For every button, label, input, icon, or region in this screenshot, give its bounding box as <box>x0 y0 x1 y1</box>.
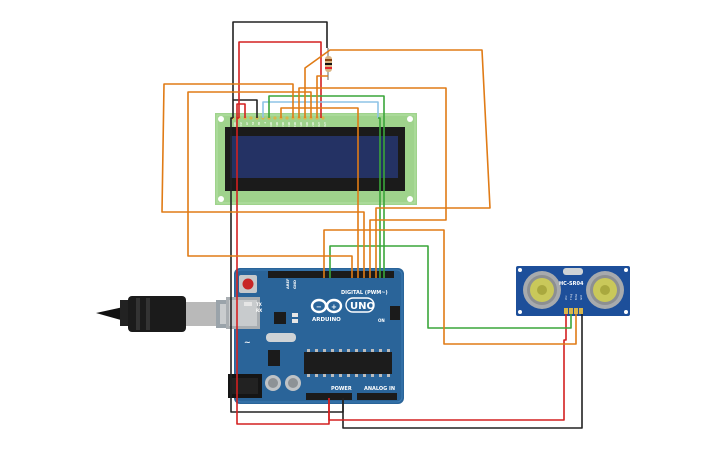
wire-orange-e[interactable] <box>280 107 359 278</box>
lcd-pin-label: DB0 <box>269 122 273 127</box>
wire-orange-rs[interactable] <box>316 75 328 118</box>
lcd-pin-label: DB3 <box>287 122 291 127</box>
wire-orange-db5[interactable] <box>187 91 353 278</box>
lcd-screen <box>230 136 398 178</box>
transducer-left <box>523 271 561 309</box>
wire-black-rw[interactable] <box>233 99 258 118</box>
wire-black-gnd[interactable] <box>232 21 328 118</box>
crystal-oscillator <box>563 268 583 275</box>
reset-button[interactable] <box>239 275 257 293</box>
lcd-pin-label: LED <box>317 122 321 127</box>
tx-label: TX <box>256 302 262 307</box>
wire-red-vcc[interactable] <box>238 41 322 118</box>
analog-header <box>357 393 397 400</box>
wire-black-sensor[interactable] <box>342 314 583 429</box>
lcd-pin-label: DB6 <box>305 122 309 127</box>
wire-orange-large-loop[interactable] <box>304 49 491 278</box>
sensor-pin-label: Trig <box>569 293 573 300</box>
lcd-pin-label: DB7 <box>311 122 315 127</box>
lcd-pin-label: DB5 <box>299 122 303 127</box>
lcd-pin-label: DB2 <box>281 122 285 127</box>
lcd-pin-label: E <box>263 122 267 124</box>
crystal <box>266 333 296 342</box>
wires <box>161 21 583 429</box>
lcd-pin-label: RW <box>257 122 261 126</box>
wire-blue[interactable] <box>262 101 379 118</box>
digital-label: DIGITAL (PWM~) <box>341 290 388 296</box>
rx-label: RX <box>256 308 262 313</box>
uno-label: UNO <box>350 301 375 312</box>
svg-text:+: + <box>331 303 337 311</box>
lcd-display[interactable]: GND VCC V0 RS RW E DB0 DB1 DB2 DB3 DB4 D… <box>215 113 417 205</box>
sensor-pin-label: Gnd <box>579 295 583 300</box>
atmega-chip <box>304 352 392 374</box>
transducer-right <box>586 271 624 309</box>
wire-red-sensor[interactable] <box>328 314 567 421</box>
analog-label: ANALOG IN <box>364 386 395 392</box>
on-label: ON <box>378 318 385 323</box>
resistor[interactable] <box>325 48 332 80</box>
power-label: POWER <box>331 386 352 392</box>
wire-green-lcd-2[interactable] <box>378 117 381 278</box>
digital-header <box>268 271 394 278</box>
wire-green-sensor[interactable] <box>329 245 572 329</box>
lcd-pin-label: LED <box>323 122 327 127</box>
svg-text:−: − <box>316 303 322 311</box>
lcd-pin-label: DB4 <box>293 122 297 127</box>
wire-red-loop[interactable] <box>236 103 246 118</box>
lcd-pin-label: V0 <box>245 122 249 126</box>
sensor-model-label: HC-SR04 <box>559 281 584 287</box>
sensor-pin-label: Vcc <box>564 295 568 300</box>
sensor-pin-header <box>564 308 583 314</box>
wire-green-lcd[interactable] <box>268 95 385 278</box>
gnd-label: GND <box>293 280 297 289</box>
lcd-pin-labels: GND VCC V0 RS RW E DB0 DB1 DB2 DB3 DB4 D… <box>233 122 327 127</box>
ultrasonic-sensor[interactable]: HC-SR04 Vcc Trig Echo Gnd <box>516 266 630 316</box>
wire-orange-left-loop[interactable] <box>161 83 365 278</box>
board-symbol: ~ <box>244 338 251 347</box>
arduino-uno-board[interactable]: − + UNO ARDUINO DIGITAL (PWM~) POWER ANA… <box>226 268 404 404</box>
capacitors <box>265 375 301 391</box>
aref-label: AREF <box>286 278 290 289</box>
wire-orange-echo[interactable] <box>323 229 577 345</box>
lcd-pin-label: GND <box>233 122 237 127</box>
lcd-pin-label: RS <box>251 122 255 126</box>
arduino-label: ARDUINO <box>312 317 341 323</box>
lcd-pin-label: DB1 <box>275 122 279 127</box>
lcd-pin-label: VCC <box>239 122 243 127</box>
power-header <box>306 393 352 400</box>
arduino-logo: − + <box>310 298 343 314</box>
icsp-header <box>390 306 400 320</box>
sensor-pin-label: Echo <box>574 293 578 300</box>
